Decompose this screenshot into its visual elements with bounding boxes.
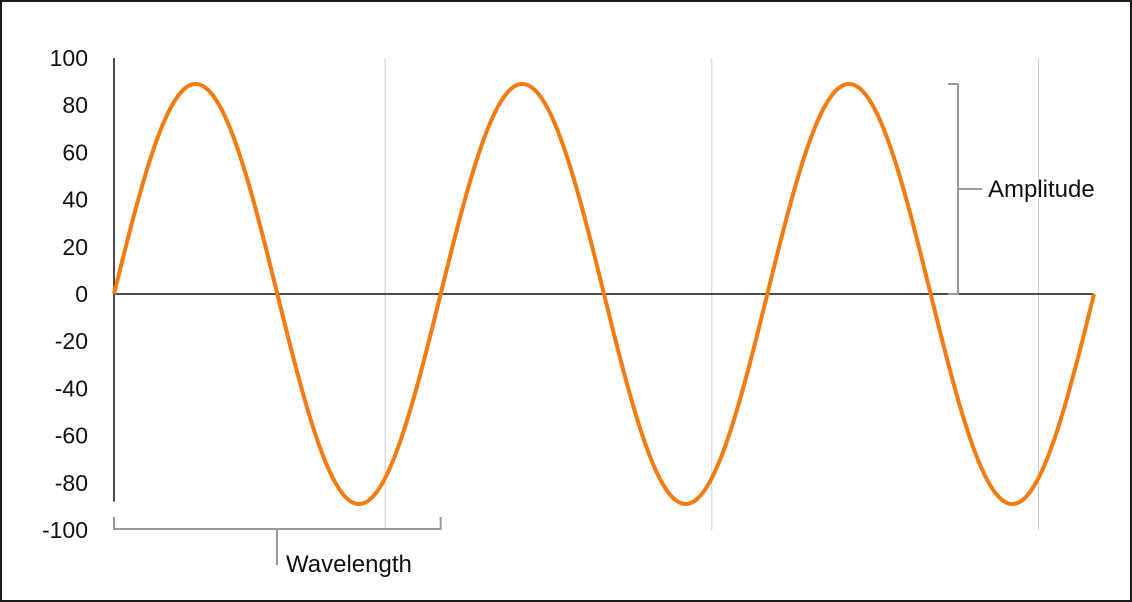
- y-tick-label: 100: [50, 45, 88, 71]
- y-tick-label: 80: [62, 92, 88, 118]
- y-tick-label: -40: [55, 375, 88, 401]
- y-tick-label: -20: [55, 328, 88, 354]
- wavelength-label: Wavelength: [286, 551, 412, 578]
- y-tick-label: -80: [55, 470, 88, 496]
- y-tick-label: -100: [42, 517, 88, 543]
- y-tick-label: -60: [55, 423, 88, 449]
- y-tick-label: 40: [62, 187, 88, 213]
- y-tick-label: 60: [62, 139, 88, 165]
- wavelength-annotation: Wavelength: [113, 517, 442, 578]
- amplitude-bracket: [948, 82, 982, 295]
- y-tick-label: 20: [62, 234, 88, 260]
- wavelength-bracket: [113, 517, 442, 565]
- amplitude-label: Amplitude: [988, 176, 1095, 203]
- sine-wave-series: [112, 81, 1096, 507]
- y-tick-labels: 100 80 60 40 20 0 -20 -40 -60 -80 -100: [42, 45, 88, 543]
- amplitude-annotation: Amplitude: [948, 82, 1095, 295]
- y-tick-label: 0: [75, 281, 88, 307]
